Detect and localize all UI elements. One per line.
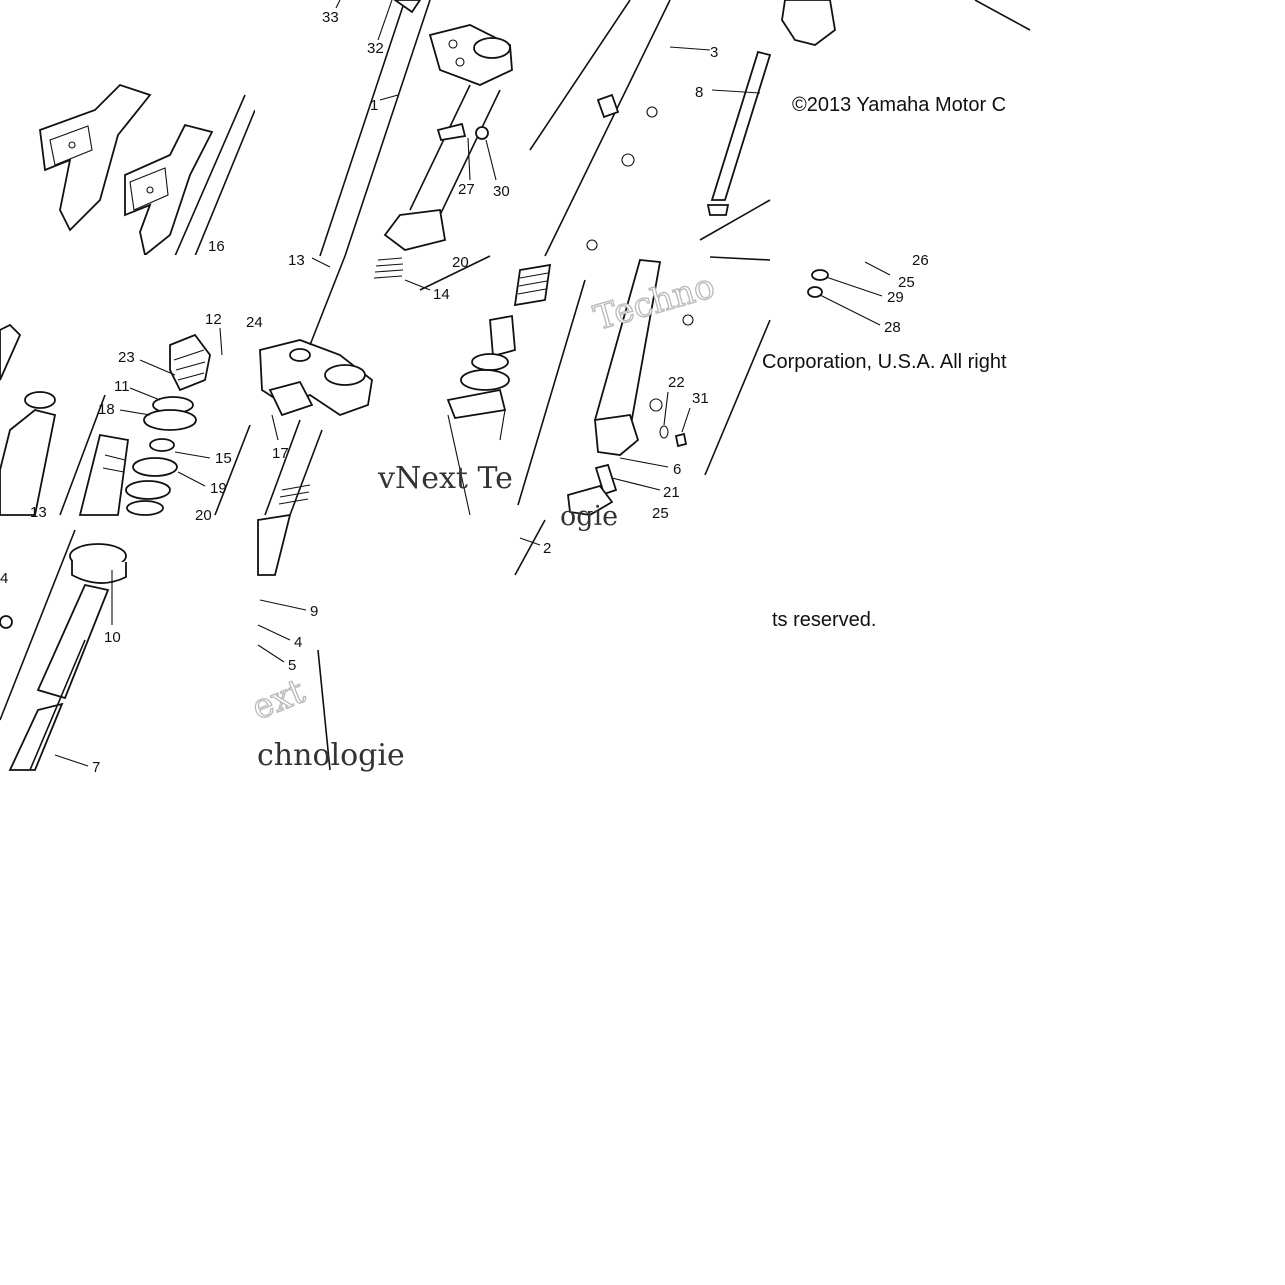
callout-31: 31: [692, 390, 709, 407]
axle-bracket-top-part: [699, 0, 1031, 241]
callout-33: 33: [322, 9, 339, 26]
callout-16: 16: [208, 238, 225, 255]
callout-26: 26: [912, 252, 929, 269]
callout-8: 8: [695, 84, 703, 101]
callout-20: 20: [452, 254, 469, 271]
copyright-line2: Corporation, U.S.A. All right: [762, 351, 1007, 373]
callout-13b: 13: [30, 504, 47, 521]
leader-lines: [54, 0, 891, 767]
callout-13: 13: [288, 252, 305, 269]
callout-labels: 33 32 1 3 8 27 30 16 13 20 14 26 25 29 2…: [0, 9, 929, 776]
callout-3: 3: [710, 44, 718, 61]
callout-28: 28: [884, 319, 901, 336]
callout-30: 30: [493, 183, 510, 200]
watermark-text: ogie: [560, 501, 618, 532]
cap-bolt-part: [125, 333, 211, 516]
spring-part: [264, 255, 491, 516]
bottom-tube-part: [257, 513, 331, 771]
lower-bracket-part: [259, 339, 373, 417]
callout-7: 7: [92, 759, 100, 776]
callout-12: 12: [205, 311, 222, 328]
callout-4: 4: [0, 570, 8, 587]
spring-tube-part: [59, 394, 130, 516]
callout-9: 9: [310, 603, 318, 620]
watermark-group: Techno vNext Te ext chnologie ogie: [246, 266, 720, 773]
callout-27: 27: [458, 181, 475, 198]
left-tube-part: [0, 323, 251, 516]
callout-14: 14: [433, 286, 450, 303]
callout-21: 21: [663, 484, 680, 501]
callout-19: 19: [210, 480, 227, 497]
inner-tube-part: [383, 84, 501, 251]
callout-2: 2: [543, 540, 551, 557]
callout-22: 22: [668, 374, 685, 391]
bracket-line-part: [704, 256, 771, 476]
callout-1: 1: [370, 97, 378, 114]
callout-10: 10: [104, 629, 121, 646]
tile-gaps: [0, 0, 515, 258]
axle-line-part: [514, 519, 546, 576]
callout-32: 32: [367, 40, 384, 57]
damper-rod-part: [706, 50, 772, 216]
callout-25b: 25: [652, 505, 669, 522]
callout-5: 5: [288, 657, 296, 674]
copyright-notice: ©2013 Yamaha Motor C Corporation, U.S.A.…: [762, 94, 1007, 631]
copyright-line3: ts reserved.: [772, 609, 876, 631]
copyright-line1: ©2013 Yamaha Motor C: [792, 94, 1006, 116]
handlebar-bracket-part: [39, 83, 214, 257]
callout-20b: 20: [195, 507, 212, 524]
callout-18: 18: [98, 401, 115, 418]
callout-29: 29: [887, 289, 904, 306]
seal-part: [446, 314, 516, 516]
watermark-text: vNext Te: [377, 461, 513, 496]
callout-11: 11: [114, 378, 130, 395]
callout-6: 6: [673, 461, 681, 478]
callout-25: 25: [898, 274, 915, 291]
watermark-text: ext: [246, 671, 310, 728]
washer-set-part: [567, 269, 829, 516]
outer-tube-part: [319, 0, 431, 257]
upper-bracket-part: [428, 24, 513, 86]
lower-tube-6-part: [513, 259, 694, 506]
callout-23: 23: [118, 349, 135, 366]
callout-24: 24: [246, 314, 263, 331]
outer-tube-3-part: [529, 0, 671, 257]
callout-15: 15: [215, 450, 232, 467]
callout-4b: 4: [294, 634, 302, 651]
stem-line-part: [174, 94, 256, 257]
dust-seal-part: [0, 529, 127, 771]
watermark-text: chnologie: [257, 738, 405, 773]
callout-17: 17: [272, 445, 289, 462]
